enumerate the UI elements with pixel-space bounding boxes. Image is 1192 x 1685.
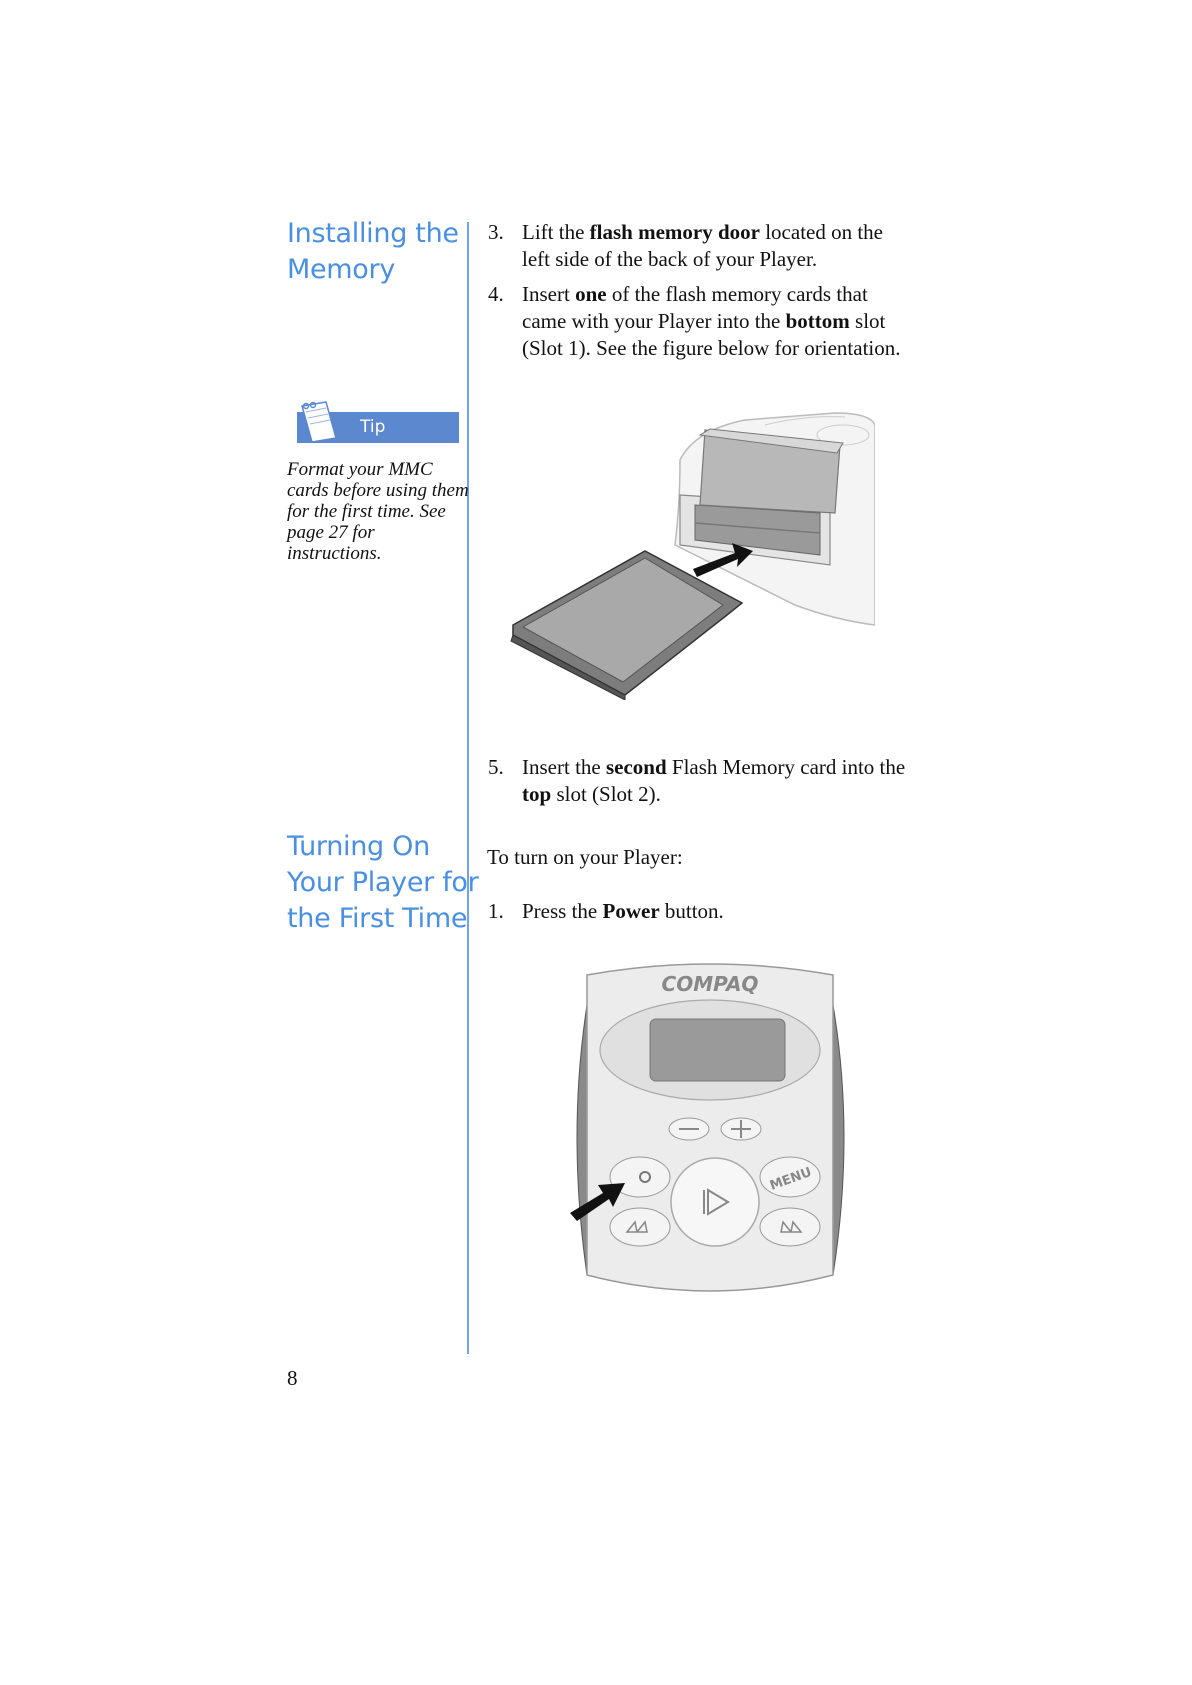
step-text: Press the Power button.: [522, 899, 724, 923]
turn-on-intro: To turn on your Player:: [487, 845, 683, 869]
heading-line: Your Player for: [287, 867, 479, 898]
step-number: 5.: [488, 755, 504, 779]
step-5: 5. Insert the second Flash Memory card i…: [488, 754, 908, 808]
heading-line: Installing the: [287, 218, 459, 249]
step-4: 4. Insert one of the flash memory cards …: [488, 281, 908, 362]
memory-card-insertion-figure: [510, 412, 875, 700]
step-number: 3.: [488, 220, 504, 244]
heading-installing-memory: Installing the Memory: [287, 216, 459, 288]
tip-label: Tip: [360, 417, 386, 437]
player-front-figure: COMPAQ MENU: [570, 963, 845, 1292]
heading-line: Memory: [287, 254, 396, 285]
column-divider: [467, 222, 469, 1354]
fast-forward-icon: [780, 1220, 803, 1233]
brand-logo: COMPAQ: [662, 972, 759, 996]
arrow-icon: [570, 1183, 625, 1221]
rewind-icon: [625, 1220, 648, 1233]
notepad-icon: [301, 401, 337, 443]
tip-text: Format your MMC cards before using them …: [287, 459, 469, 564]
step-number: 1.: [488, 899, 504, 923]
plus-icon: [731, 1120, 751, 1138]
step-number: 4.: [488, 282, 504, 306]
step-1-power: 1. Press the Power button.: [488, 898, 908, 925]
step-text: Lift the flash memory door located on th…: [522, 220, 884, 271]
heading-line: the First Time: [287, 903, 468, 934]
heading-line: Turning On: [287, 831, 430, 862]
step-3: 3. Lift the flash memory door located on…: [488, 219, 908, 273]
page-number: 8: [287, 1366, 298, 1390]
step-text: Insert one of the flash memory cards tha…: [522, 282, 901, 360]
heading-turning-on: Turning On Your Player for the First Tim…: [287, 829, 479, 937]
step-text: Insert the second Flash Memory card into…: [522, 755, 906, 806]
power-icon: [639, 1171, 651, 1183]
play-icon: [707, 1188, 730, 1216]
